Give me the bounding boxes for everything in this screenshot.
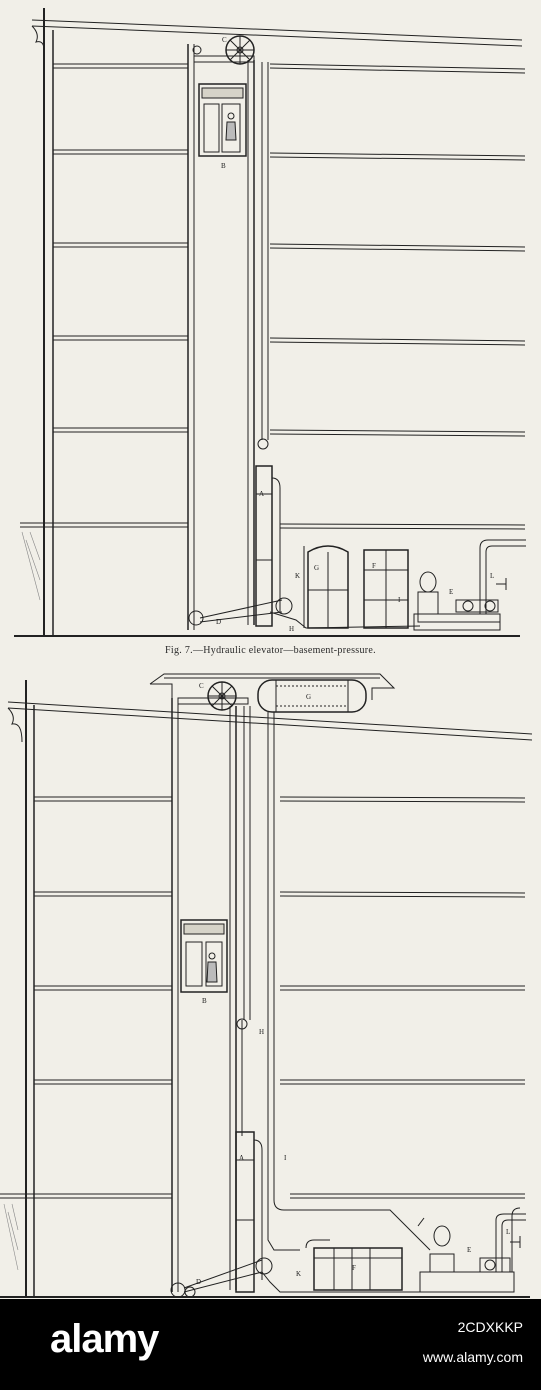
top-tank-f [363, 549, 409, 629]
label-bottom-k: K [296, 1270, 301, 1278]
bottom-pipe-l [495, 1207, 526, 1272]
bottom-tank-g [257, 679, 367, 713]
label-bottom-b: B [202, 997, 207, 1005]
bottom-car [180, 919, 228, 993]
label-top-i: I [398, 596, 401, 604]
image-id: 2CDXKKP [457, 1319, 523, 1335]
label-top-b: B [221, 162, 226, 170]
label-top-e: E [449, 588, 453, 596]
label-bottom-d: D [196, 1278, 201, 1286]
label-top-d: D [216, 618, 221, 626]
label-bottom-f: F [352, 1264, 356, 1272]
alamy-logo: alamy [50, 1317, 159, 1361]
bottom-figure: C G B H A I D K F E L [0, 673, 533, 1298]
bottom-building-walls [0, 680, 533, 1298]
top-labels: C B A D H K G F I E L [216, 36, 494, 633]
top-figure: C B A D H K G F I E L [14, 8, 526, 637]
top-tank-g [303, 545, 349, 629]
top-pump-e [413, 571, 501, 631]
bottom-labels: C G B H A I D K F E L [196, 682, 510, 1286]
bottom-sheave [207, 681, 237, 711]
label-top-k: K [295, 572, 300, 580]
label-top-f: F [372, 562, 376, 570]
label-top-c: C [222, 36, 227, 44]
bottom-ropes [170, 1257, 420, 1298]
elevator-engraving: C B A D H K G F I E L [0, 8, 533, 1298]
bottom-shaft [171, 697, 251, 1292]
bottom-pipes [236, 712, 431, 1251]
label-top-a: A [259, 490, 264, 498]
label-bottom-l: L [506, 1228, 510, 1236]
label-top-h: H [289, 625, 294, 633]
top-sheave [192, 35, 255, 65]
bottom-pump-e [419, 1225, 515, 1293]
label-bottom-a: A [239, 1154, 244, 1162]
top-shaft [187, 44, 269, 630]
top-ropes [188, 597, 421, 629]
bottom-floor-lines [0, 796, 526, 1271]
top-pipe-l [479, 539, 526, 614]
label-top-g: G [314, 564, 319, 572]
label-bottom-i: I [284, 1154, 287, 1162]
label-bottom-e: E [467, 1246, 471, 1254]
label-bottom-g: G [306, 693, 311, 701]
top-building-walls [14, 8, 523, 637]
bottom-roof-house [149, 673, 396, 700]
bottom-cylinder [235, 1131, 263, 1293]
bottom-tank-f [305, 1239, 403, 1291]
figure-caption: Fig. 7.—Hydraulic elevator—basement-pres… [165, 645, 376, 656]
label-top-l: L [490, 572, 494, 580]
top-car [198, 83, 247, 157]
label-bottom-c: C [199, 682, 204, 690]
site-url: www.alamy.com [422, 1349, 523, 1365]
top-cylinder [255, 438, 281, 627]
label-bottom-h: H [259, 1028, 264, 1036]
top-floor-lines [20, 63, 526, 601]
watermark-footer: alamy 2CDXKKP www.alamy.com [0, 1299, 541, 1390]
